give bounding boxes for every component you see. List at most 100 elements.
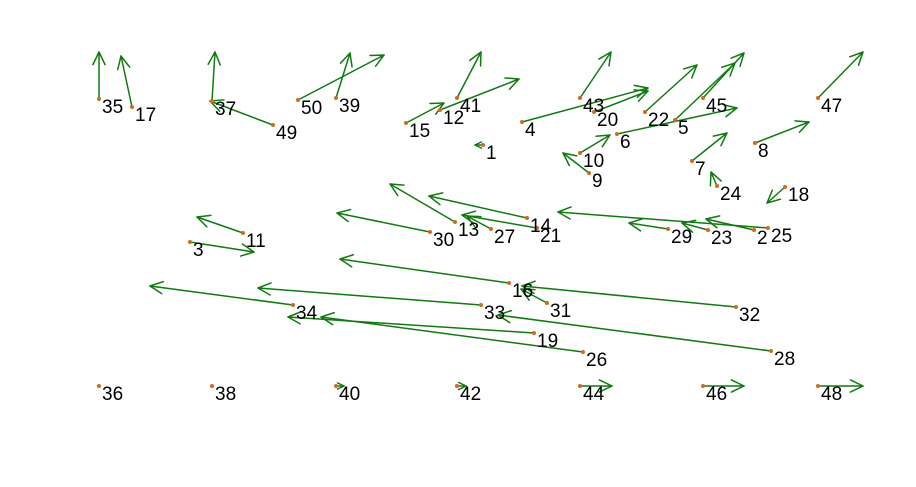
point-49 xyxy=(271,123,275,127)
arrow-shaft-37 xyxy=(211,51,216,102)
arrow-24 xyxy=(709,171,723,187)
arrow-head-45 xyxy=(730,52,745,68)
arrow-6 xyxy=(616,103,738,135)
arrow-head-23 xyxy=(681,219,697,233)
point-15 xyxy=(404,121,408,125)
point-16 xyxy=(507,281,511,285)
arrow-8 xyxy=(754,120,810,144)
arrow-39 xyxy=(335,52,353,99)
arrow-shaft-34 xyxy=(149,285,294,306)
point-12 xyxy=(438,108,442,112)
arrow-12 xyxy=(439,77,520,111)
point-45 xyxy=(701,96,705,100)
point-19 xyxy=(532,331,536,335)
arrow-shaft-7 xyxy=(691,132,728,162)
point-29 xyxy=(666,227,670,231)
arrow-15 xyxy=(405,102,445,124)
arrow-head-33 xyxy=(257,282,272,296)
arrow-shaft-6 xyxy=(616,107,738,135)
point-label-17: 17 xyxy=(135,105,156,126)
arrow-head-37 xyxy=(207,51,222,66)
point-3 xyxy=(188,240,192,244)
arrow-shaft-22 xyxy=(644,64,698,113)
arrow-shaft-25 xyxy=(557,211,769,229)
point-7 xyxy=(690,159,694,163)
point-9 xyxy=(587,171,591,175)
arrow-shaft-31 xyxy=(520,288,548,304)
point-label-44: 44 xyxy=(583,384,605,405)
arrow-34 xyxy=(149,280,294,306)
arrow-shaft-39 xyxy=(335,52,351,99)
point-4 xyxy=(520,120,524,124)
point-label-49: 49 xyxy=(276,123,297,144)
point-26 xyxy=(581,350,585,354)
arrow-9 xyxy=(562,152,590,174)
arrow-shaft-14 xyxy=(428,195,528,219)
point-label-39: 39 xyxy=(339,96,360,117)
arrow-head-24 xyxy=(709,171,723,187)
point-label-21: 21 xyxy=(540,226,561,247)
point-label-37: 37 xyxy=(215,99,236,120)
arrow-shaft-49 xyxy=(209,100,274,126)
point-label-13: 13 xyxy=(458,220,479,241)
point-27 xyxy=(489,227,493,231)
point-label-47: 47 xyxy=(821,96,842,117)
arrow-28 xyxy=(497,309,772,352)
arrow-head-8 xyxy=(794,120,810,133)
arrow-shaft-43 xyxy=(579,51,612,99)
arrow-shaft-4 xyxy=(521,87,649,123)
point-label-31: 31 xyxy=(550,301,571,322)
arrow-head-22 xyxy=(682,64,698,79)
point-label-10: 10 xyxy=(583,151,604,172)
point-47 xyxy=(816,96,820,100)
point-label-6: 6 xyxy=(620,132,631,153)
arrow-head-35 xyxy=(92,51,106,66)
point-label-5: 5 xyxy=(678,118,689,139)
point-label-46: 46 xyxy=(706,384,727,405)
point-label-7: 7 xyxy=(695,159,706,180)
arrow-14 xyxy=(428,192,528,219)
arrow-11 xyxy=(196,214,244,234)
arrows-layer xyxy=(92,51,864,393)
point-label-4: 4 xyxy=(525,120,536,141)
arrow-26 xyxy=(320,311,584,353)
arrow-head-9 xyxy=(562,152,578,167)
point-13 xyxy=(453,220,457,224)
arrow-shaft-10 xyxy=(579,134,611,154)
arrow-head-46 xyxy=(730,379,745,393)
arrow-shaft-17 xyxy=(120,55,133,108)
point-label-11: 11 xyxy=(246,231,266,252)
point-39 xyxy=(334,96,338,100)
point-label-28: 28 xyxy=(774,349,795,370)
arrow-shaft-11 xyxy=(196,216,244,234)
point-23 xyxy=(706,228,710,232)
arrow-13 xyxy=(389,183,456,223)
point-label-33: 33 xyxy=(484,303,505,324)
arrow-shaft-3 xyxy=(189,241,255,253)
arrow-head-13 xyxy=(389,183,405,197)
arrow-head-42 xyxy=(457,381,467,391)
point-label-38: 38 xyxy=(215,384,236,405)
point-30 xyxy=(428,230,432,234)
arrow-head-19 xyxy=(287,311,302,325)
arrow-46 xyxy=(702,379,745,393)
arrow-head-3 xyxy=(239,243,255,257)
arrow-head-30 xyxy=(336,208,352,223)
point-label-42: 42 xyxy=(460,384,481,405)
point-label-41: 41 xyxy=(460,96,481,117)
arrow-48 xyxy=(817,379,864,393)
arrow-shaft-12 xyxy=(439,78,520,111)
arrow-7 xyxy=(691,132,728,162)
arrow-19 xyxy=(287,311,535,334)
arrow-31 xyxy=(520,288,548,304)
arrow-35 xyxy=(92,51,106,100)
points-layer xyxy=(97,96,820,388)
arrow-head-20 xyxy=(633,89,649,102)
arrow-shaft-41 xyxy=(456,51,482,99)
point-label-9: 9 xyxy=(592,171,603,192)
arrow-shaft-18 xyxy=(766,186,786,204)
point-label-15: 15 xyxy=(409,121,430,142)
